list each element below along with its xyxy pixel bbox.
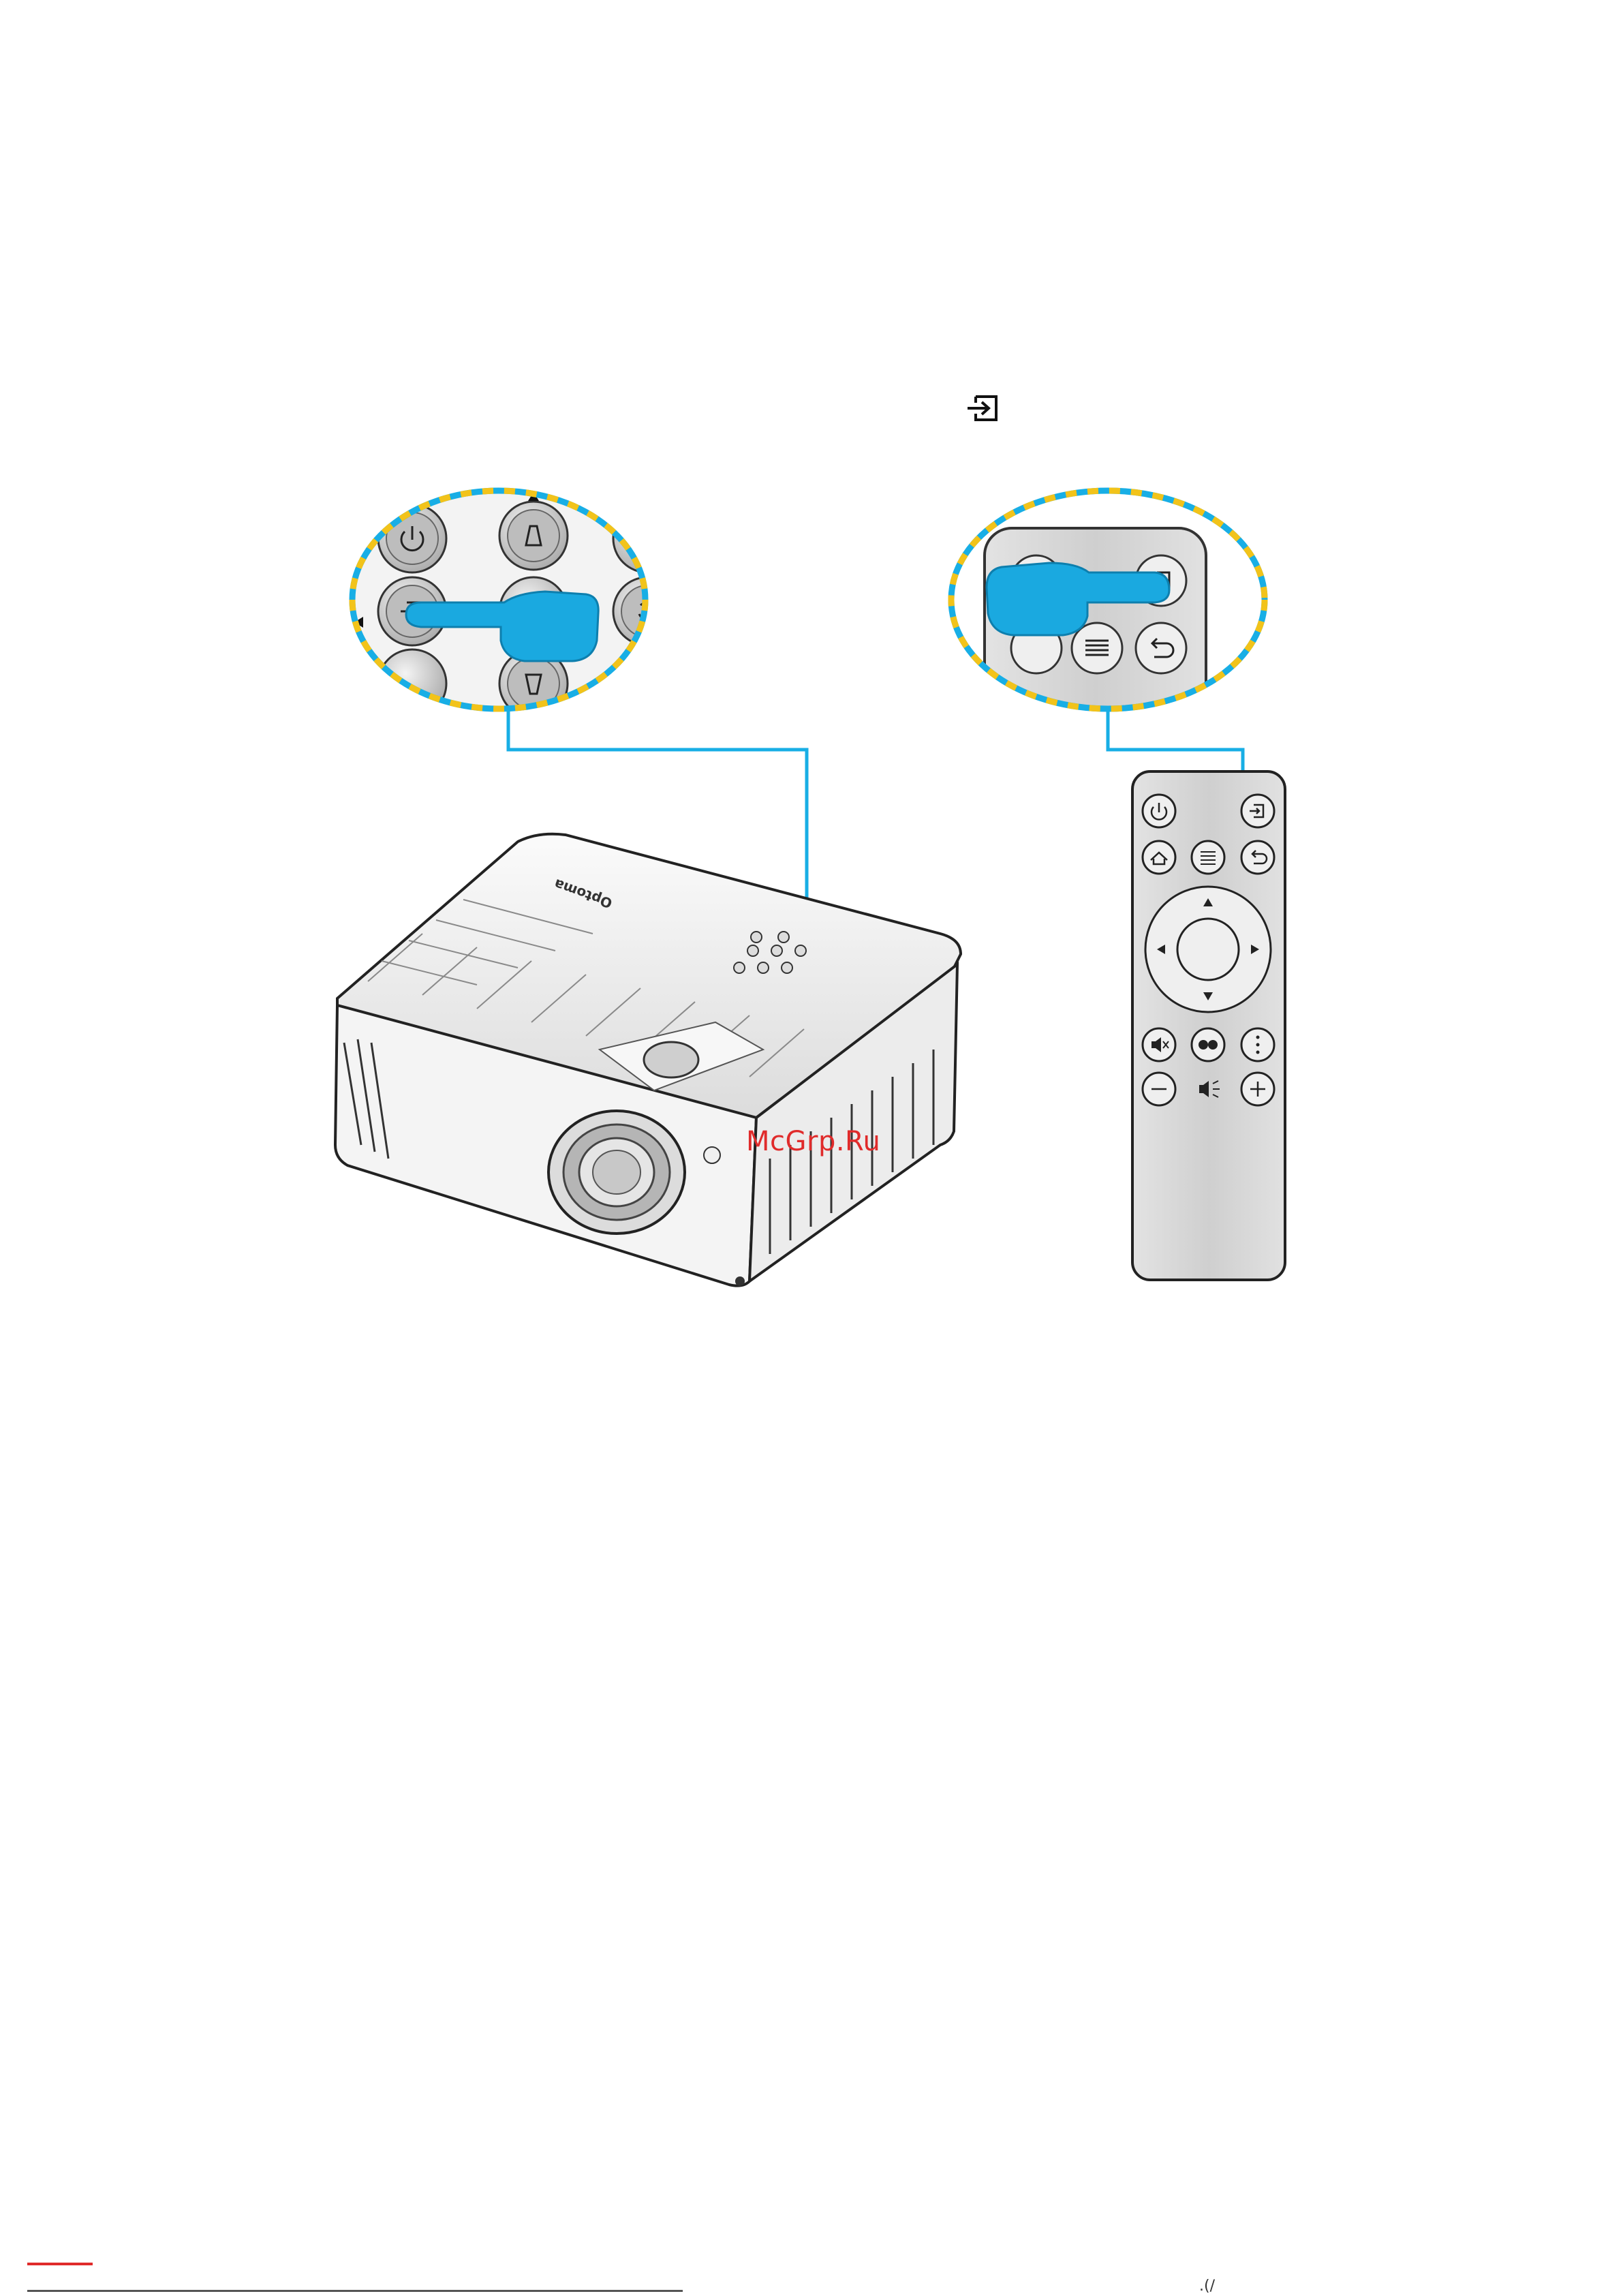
watermark-text: McGrp.Ru	[746, 1126, 880, 1157]
remote-menu-button	[1192, 841, 1224, 874]
footer-glyph: .(/	[1199, 2278, 1215, 2295]
remote-control	[1132, 771, 1285, 1280]
projector-lens	[548, 1111, 685, 1234]
zoom-remote-menu-button	[1072, 623, 1122, 673]
zoom-remote-back-button	[1136, 623, 1186, 673]
projector-keypad-zoom	[352, 491, 681, 718]
keypad-keystone-up-button	[499, 502, 568, 570]
footer-rule	[27, 2290, 683, 2292]
projector: Optoma	[335, 834, 961, 1286]
remote-back-button	[1241, 841, 1274, 874]
remote-ok-button	[1177, 919, 1239, 980]
remote-home-button	[1143, 841, 1175, 874]
keypad-bottom-left-button	[378, 649, 446, 718]
footer-accent-bar	[27, 2263, 93, 2265]
remote-zoom	[951, 491, 1265, 733]
